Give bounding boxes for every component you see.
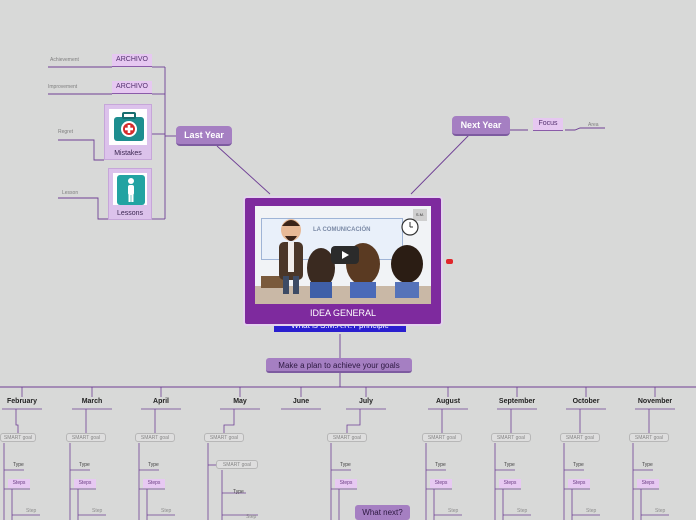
archivo-improvement[interactable]: ARCHIVO bbox=[112, 81, 152, 94]
video-thumbnail[interactable]: LA COMUNICACIÓN S.M. bbox=[255, 206, 431, 304]
step-label: Step bbox=[26, 508, 36, 514]
month-may[interactable]: May bbox=[214, 398, 266, 405]
smart-goal-node[interactable]: SMART goal bbox=[422, 433, 462, 442]
type-label: Type bbox=[233, 489, 244, 495]
step-label: Step bbox=[246, 514, 256, 520]
type-label: Type bbox=[573, 462, 584, 468]
steps-node[interactable]: Steps bbox=[8, 479, 30, 488]
steps-node[interactable]: Steps bbox=[568, 479, 590, 488]
regret-note: Regret bbox=[58, 129, 73, 135]
play-button[interactable] bbox=[331, 246, 359, 264]
video-marker-icon[interactable] bbox=[446, 259, 453, 264]
month-august[interactable]: August bbox=[422, 398, 474, 405]
central-idea-node[interactable]: LA COMUNICACIÓN S.M. IDEA GE bbox=[243, 196, 443, 326]
type-label: Type bbox=[435, 462, 446, 468]
plan-node[interactable]: Make a plan to achieve your goals bbox=[266, 358, 412, 373]
lesson-note: Lesson bbox=[62, 190, 78, 196]
central-title: IDEA GENERAL bbox=[245, 308, 441, 318]
month-october[interactable]: October bbox=[560, 398, 612, 405]
area-note: Area bbox=[588, 122, 599, 128]
month-june[interactable]: June bbox=[275, 398, 327, 405]
improvement-note: Improvement bbox=[48, 84, 77, 90]
type-label: Type bbox=[148, 462, 159, 468]
play-icon bbox=[342, 251, 349, 259]
month-february[interactable]: February bbox=[0, 398, 48, 405]
mistakes-card[interactable]: Mistakes bbox=[104, 104, 152, 160]
type-label: Type bbox=[340, 462, 351, 468]
step-label: Step bbox=[448, 508, 458, 514]
steps-node[interactable]: Steps bbox=[143, 479, 165, 488]
what-next-node[interactable]: What next? bbox=[355, 505, 410, 520]
smart-goal-node[interactable]: SMART goal bbox=[327, 433, 367, 442]
smart-goal-node[interactable]: SMART goal bbox=[135, 433, 175, 442]
smart-goal-node[interactable]: SMART goal bbox=[204, 433, 244, 442]
steps-node[interactable]: Steps bbox=[430, 479, 452, 488]
smart-goal-node[interactable]: SMART goal bbox=[66, 433, 106, 442]
steps-node[interactable]: Steps bbox=[637, 479, 659, 488]
type-label: Type bbox=[642, 462, 653, 468]
step-label: Step bbox=[517, 508, 527, 514]
smart-goal-node[interactable]: SMART goal bbox=[0, 433, 36, 442]
achievement-note: Achievement bbox=[50, 57, 79, 63]
smart-goal-node-2[interactable]: SMART goal bbox=[216, 460, 258, 469]
type-label: Type bbox=[504, 462, 515, 468]
focus-node[interactable]: Focus bbox=[533, 118, 563, 131]
month-july[interactable]: July bbox=[340, 398, 392, 405]
month-november[interactable]: November bbox=[629, 398, 681, 405]
lessons-label: Lessons bbox=[109, 210, 151, 217]
step-label: Step bbox=[586, 508, 596, 514]
step-label: Step bbox=[92, 508, 102, 514]
person-icon bbox=[113, 173, 149, 207]
first-aid-kit-icon bbox=[109, 109, 149, 147]
type-label: Type bbox=[79, 462, 90, 468]
smart-goal-node[interactable]: SMART goal bbox=[491, 433, 531, 442]
last-year-node[interactable]: Last Year bbox=[176, 126, 232, 146]
month-april[interactable]: April bbox=[135, 398, 187, 405]
type-label: Type bbox=[13, 462, 24, 468]
step-label: Step bbox=[655, 508, 665, 514]
step-label: Step bbox=[161, 508, 171, 514]
smart-goal-node[interactable]: SMART goal bbox=[560, 433, 600, 442]
mistakes-label: Mistakes bbox=[105, 150, 151, 157]
steps-node[interactable]: Steps bbox=[499, 479, 521, 488]
steps-node[interactable]: Steps bbox=[335, 479, 357, 488]
smart-goal-node[interactable]: SMART goal bbox=[629, 433, 669, 442]
next-year-node[interactable]: Next Year bbox=[452, 116, 510, 136]
month-september[interactable]: September bbox=[491, 398, 543, 405]
month-march[interactable]: March bbox=[66, 398, 118, 405]
lessons-card[interactable]: Lessons bbox=[108, 168, 152, 220]
steps-node[interactable]: Steps bbox=[74, 479, 96, 488]
archivo-achievement[interactable]: ARCHIVO bbox=[112, 54, 152, 67]
